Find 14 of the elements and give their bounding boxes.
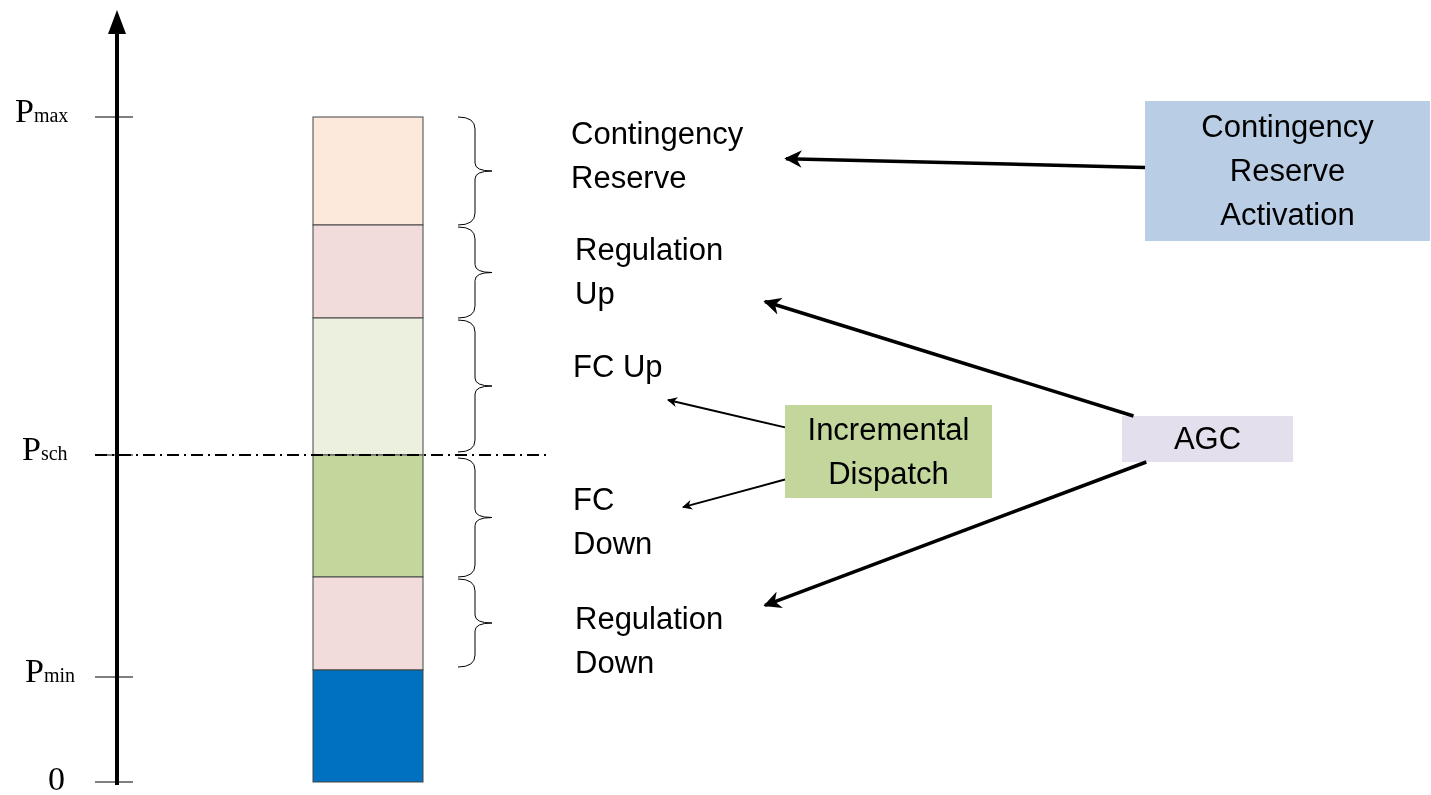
process-box: AGC (1122, 416, 1293, 462)
arrow (784, 150, 1146, 170)
axis-label: 0 (48, 760, 65, 795)
reserve-label: Regulation Down (575, 597, 765, 685)
process-box: Contingency Reserve Activation (1145, 101, 1430, 241)
reserve-label: Regulation Up (575, 228, 765, 316)
arrow (763, 460, 1147, 608)
reserve-label: Contingency Reserve (571, 112, 786, 200)
process-box: Incremental Dispatch (785, 405, 992, 498)
arrow (682, 478, 786, 510)
reserve-label: FC Up (573, 345, 668, 433)
arrow (763, 297, 1134, 418)
arrow (667, 397, 786, 429)
reserve-label: FC Down (573, 478, 683, 566)
